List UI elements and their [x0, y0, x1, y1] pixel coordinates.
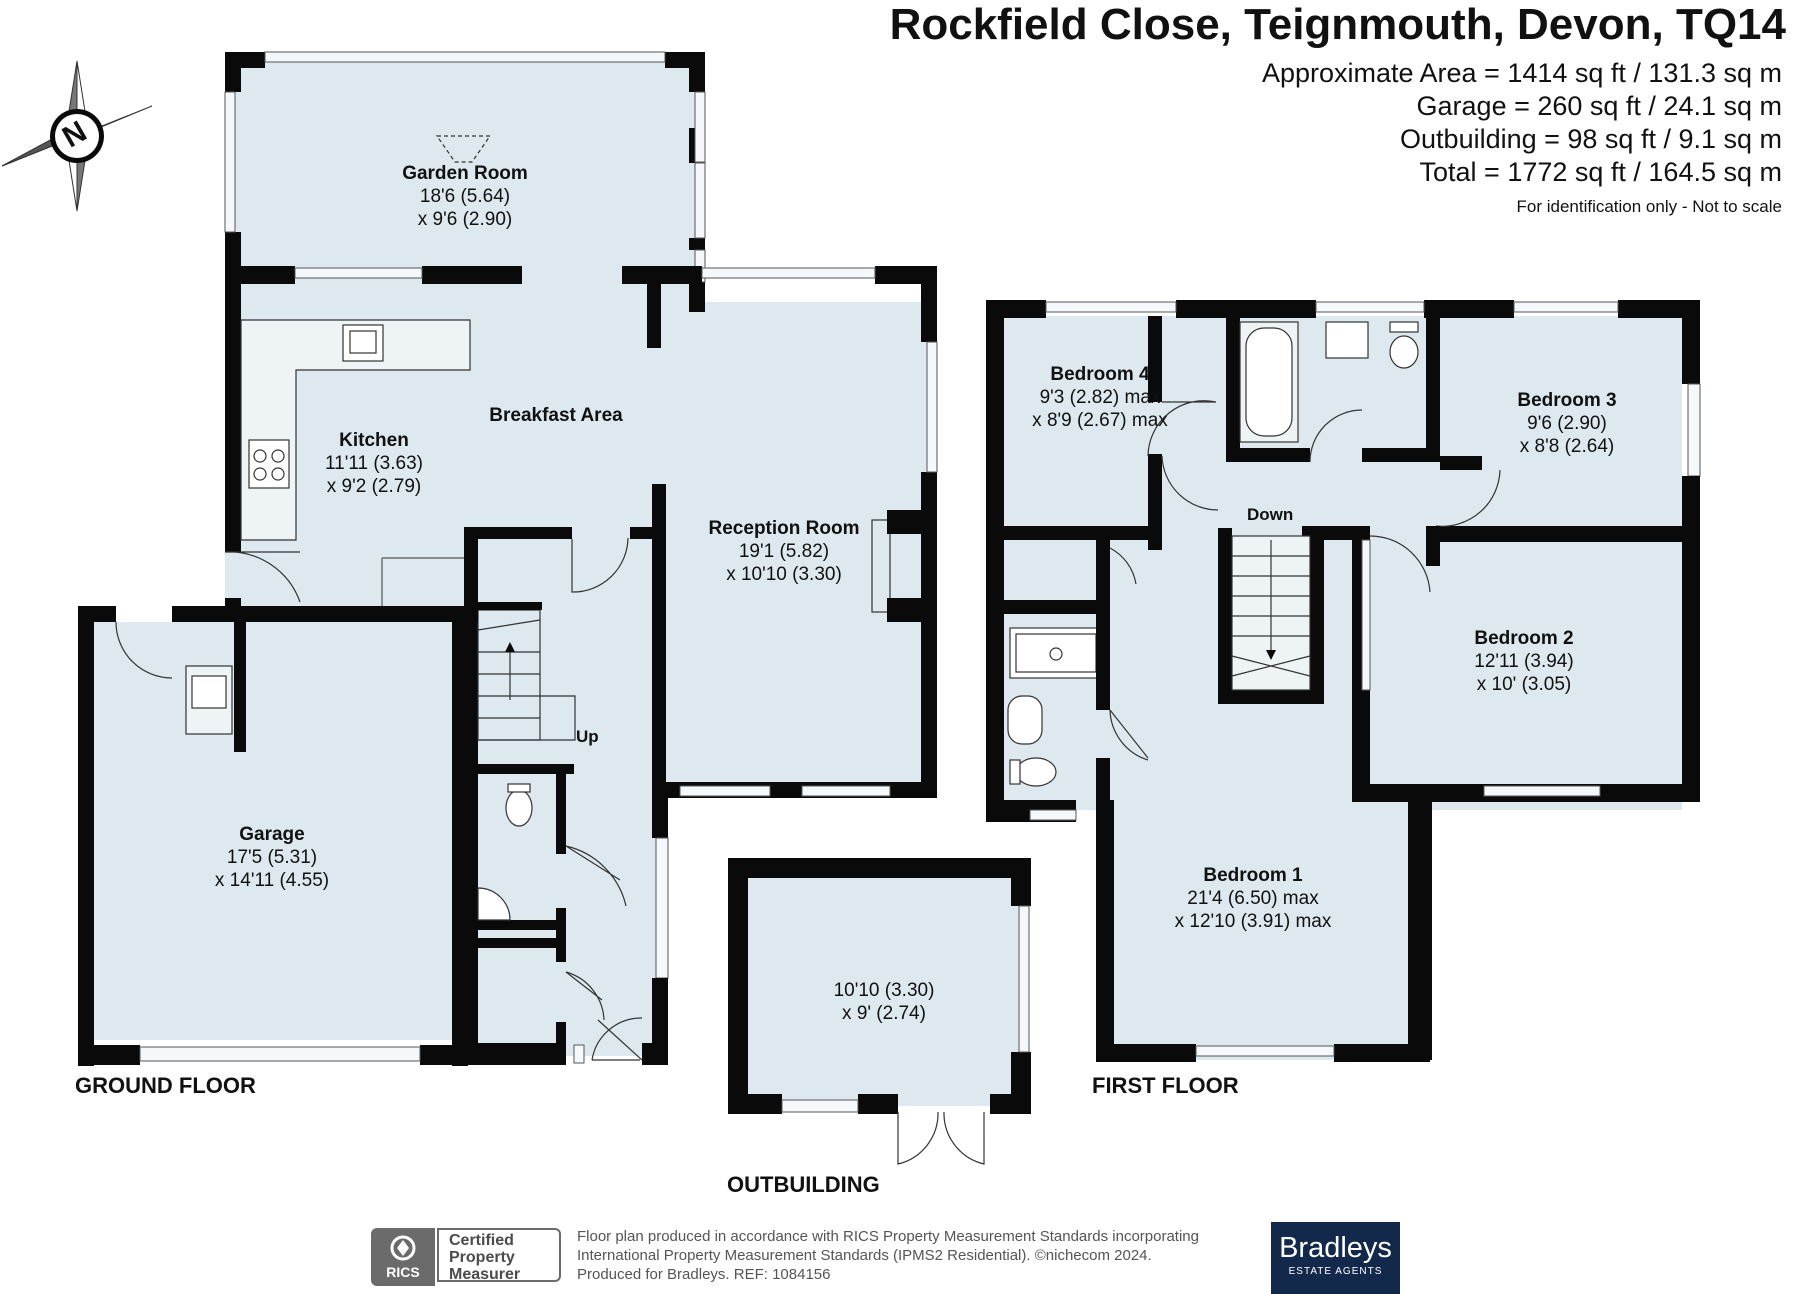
footer-disclaimer: Floor plan produced in accordance with R… [577, 1227, 1199, 1284]
stairs-down-label: Down [1247, 505, 1294, 524]
room-label-bedroom-1: Bedroom 1 21'4 (6.50) max x 12'10 (3.91)… [1175, 865, 1332, 933]
cert-line: Certified [449, 1232, 514, 1249]
room-name: Garage [239, 824, 305, 845]
rics-mark: RICS [386, 1264, 420, 1280]
room-dim: x 8'8 (2.64) [1519, 435, 1615, 457]
room-label-bedroom-2: Bedroom 2 12'11 (3.94) x 10' (3.05) [1474, 628, 1573, 696]
outbuilding-plan [728, 858, 1031, 1165]
room-label-outbuilding: 10'10 (3.30) x 9' (2.74) [834, 980, 935, 1026]
room-dim: 10'10 (3.30) [833, 980, 935, 1001]
room-dim: x 9'6 (2.90) [417, 208, 513, 230]
area-garage: Garage = 260 sq ft / 24.1 sq m [1416, 91, 1782, 121]
ground-floor [78, 51, 938, 1066]
room-dim: x 10' (3.05) [1476, 673, 1572, 695]
room-dim: 19'1 (5.82) [738, 540, 830, 562]
room-dim: 9'3 (2.82) max [1039, 386, 1161, 408]
outbuilding-label: OUTBUILDING [727, 1172, 880, 1197]
room-label-kitchen: Kitchen 11'11 (3.63) x 9'2 (2.79) [325, 430, 423, 498]
footer-line: International Property Measurement Stand… [577, 1247, 1152, 1264]
cert-line: Measurer [449, 1266, 521, 1283]
room-name: Kitchen [339, 430, 409, 451]
room-dim: x 10'10 (3.30) [726, 563, 842, 585]
room-dim: 9'6 (2.90) [1527, 412, 1607, 434]
first-floor-stairs [1218, 528, 1324, 704]
room-name: Bedroom 2 [1474, 628, 1574, 649]
ground-floor-label: GROUND FLOOR [75, 1073, 256, 1098]
room-dim: 21'4 (6.50) max [1187, 887, 1319, 909]
brand-name: Bradleys [1279, 1232, 1392, 1264]
room-dim: x 8'9 (2.67) max [1032, 409, 1168, 431]
first-floor [986, 300, 1701, 1062]
room-name: Bedroom 3 [1517, 390, 1617, 411]
room-dim: 17'5 (5.31) [226, 846, 318, 868]
rics-lion-icon [390, 1235, 416, 1261]
room-dim: x 9'2 (2.79) [326, 475, 422, 497]
room-dim: 18'6 (5.64) [419, 185, 511, 207]
room-label-bedroom-4: Bedroom 4 9'3 (2.82) max x 8'9 (2.67) ma… [1032, 364, 1168, 432]
address-title: Rockfield Close, Teignmouth, Devon, TQ14 [889, 0, 1786, 49]
room-label-bedroom-3: Bedroom 3 9'6 (2.90) x 8'8 (2.64) [1517, 390, 1616, 458]
area-approximate: Approximate Area = 1414 sq ft / 131.3 sq… [1261, 58, 1782, 88]
room-name: Breakfast Area [489, 405, 623, 426]
footer-line: Produced for Bradleys. REF: 1084156 [577, 1266, 831, 1283]
room-label-reception-room: Reception Room 19'1 (5.82) x 10'10 (3.30… [709, 518, 860, 586]
cert-line: Property [449, 1249, 515, 1266]
area-outbuilding: Outbuilding = 98 sq ft / 9.1 sq m [1400, 124, 1782, 154]
room-dim: x 12'10 (3.91) max [1174, 910, 1332, 932]
compass-rose [1, 60, 153, 212]
room-name: Garden Room [402, 163, 528, 184]
area-total: Total = 1772 sq ft / 164.5 sq m [1419, 157, 1782, 187]
room-name: Bedroom 4 [1050, 364, 1150, 385]
room-dim: x 9' (2.74) [842, 1002, 926, 1024]
rics-cert-text: Certified Property Measurer [437, 1228, 561, 1283]
room-dim: 11'11 (3.63) [325, 452, 423, 474]
room-label-garage: Garage 17'5 (5.31) x 14'11 (4.55) [215, 824, 329, 892]
room-dim: 12'11 (3.94) [1474, 650, 1574, 672]
rics-logo: RICS [371, 1228, 435, 1286]
stairs-up-label: Up [576, 727, 599, 746]
scale-note: For identification only - Not to scale [1516, 197, 1782, 216]
room-name: Reception Room [708, 518, 860, 539]
rics-certified-badge: RICS Certified Property Measurer [371, 1228, 565, 1286]
first-floor-label: FIRST FLOOR [1092, 1073, 1239, 1098]
ground-stairs [477, 609, 576, 741]
room-dim: x 14'11 (4.55) [214, 869, 330, 891]
room-label-breakfast-area: Breakfast Area [489, 405, 622, 428]
room-label-garden-room: Garden Room 18'6 (5.64) x 9'6 (2.90) [402, 163, 528, 231]
bradleys-logo: Bradleys ESTATE AGENTS [1271, 1222, 1400, 1294]
footer-line: Floor plan produced in accordance with R… [577, 1228, 1199, 1245]
brand-subtitle: ESTATE AGENTS [1288, 1266, 1383, 1277]
room-name: Bedroom 1 [1203, 865, 1303, 886]
